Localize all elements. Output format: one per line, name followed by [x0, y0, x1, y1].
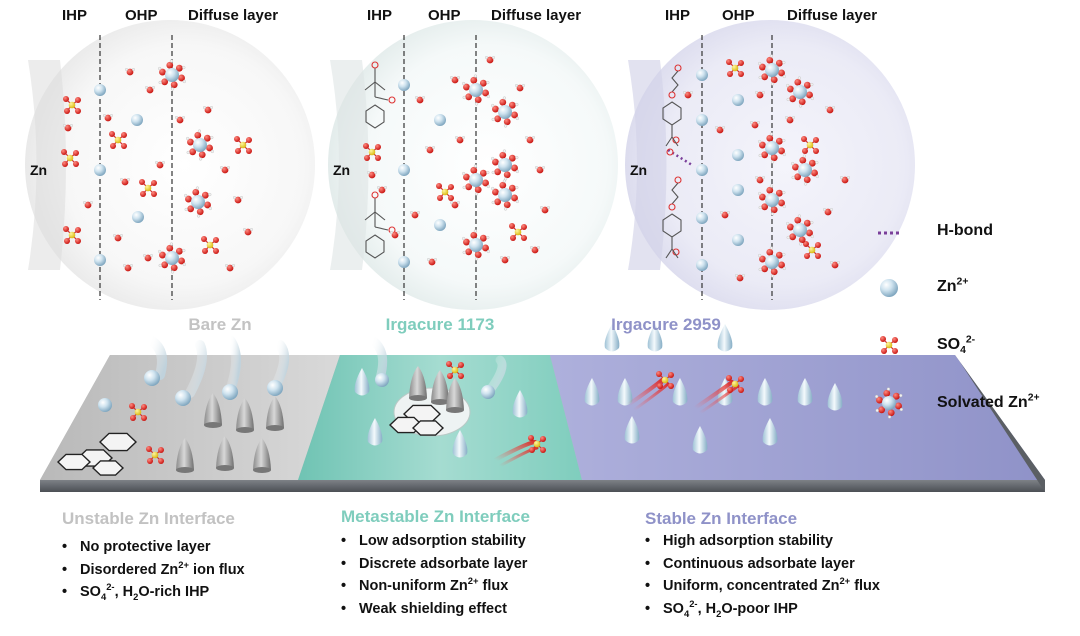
legend-so4-label: SO42- — [937, 334, 976, 357]
bullet-item: High adsorption stability — [641, 530, 880, 553]
electrode-edge-2 — [330, 60, 369, 270]
molecule-2959 — [662, 64, 682, 259]
bullet-item: Discrete adsorbate layer — [337, 553, 527, 576]
molecule-1173-a — [364, 61, 396, 129]
unstable-list: No protective layerDisordered Zn2+ ion f… — [58, 536, 245, 604]
panel1-diffuse-label: Diffuse layer — [188, 7, 279, 24]
molecule-1173-b — [364, 191, 396, 259]
panel2-diffuse-label: Diffuse layer — [491, 7, 582, 24]
panel2-electrode-label: Zn — [333, 162, 351, 178]
slab-irgacure-2959 — [550, 355, 1045, 480]
region-label-bare-zn: Bare Zn — [188, 315, 251, 334]
bullet-item: Uniform, concentrated Zn2+ flux — [641, 575, 880, 598]
region-label-irgacure-1173: Irgacure 1173 — [386, 315, 495, 334]
legend-icons — [875, 279, 903, 419]
section-title-metastable: Metastable Zn Interface — [341, 507, 530, 526]
panel2-ihp-label: IHP — [367, 7, 393, 24]
bullet-item: Disordered Zn2+ ion flux — [58, 559, 245, 582]
bubble-3 — [625, 20, 915, 310]
metastable-list: Low adsorption stabilityDiscrete adsorba… — [337, 530, 527, 620]
particles-layer — [61, 54, 851, 282]
bullet-item: Non-uniform Zn2+ flux — [337, 575, 527, 598]
legend-zn-label: Zn2+ — [937, 276, 969, 295]
region-label-irgacure-2959: Irgacure 2959 — [611, 315, 721, 334]
electrode-edge-3 — [628, 60, 667, 270]
panel3-ihp-label: IHP — [665, 7, 691, 24]
bullet-item: Weak shielding effect — [337, 598, 527, 621]
section-title-stable: Stable Zn Interface — [645, 509, 798, 528]
bullet-item: No protective layer — [58, 536, 245, 559]
panel3-electrode-label: Zn — [630, 162, 648, 178]
panel1-ihp-label: IHP — [62, 7, 88, 24]
panel1-electrode-label: Zn — [30, 162, 48, 178]
panel3-ohp-label: OHP — [722, 7, 755, 24]
electrode-edge-1 — [28, 60, 66, 270]
bullet-item: SO42-, H2O-rich IHP — [58, 581, 245, 604]
legend-hbond-label: H-bond — [937, 222, 993, 239]
legend-solvated-label: Solvated Zn2+ — [937, 392, 1040, 411]
surface-features — [56, 324, 843, 476]
stable-list: High adsorption stabilityContinuous adso… — [641, 530, 880, 620]
bullet-item: Continuous adsorbate layer — [641, 553, 880, 576]
panel2-ohp-label: OHP — [428, 7, 461, 24]
bullet-item: Low adsorption stability — [337, 530, 527, 553]
section-title-unstable: Unstable Zn Interface — [62, 509, 235, 528]
bullet-item: SO42-, H2O-poor IHP — [641, 598, 880, 621]
panel1-ohp-label: OHP — [125, 7, 158, 24]
panel3-diffuse-label: Diffuse layer — [787, 7, 878, 24]
bubble-2 — [328, 20, 618, 310]
